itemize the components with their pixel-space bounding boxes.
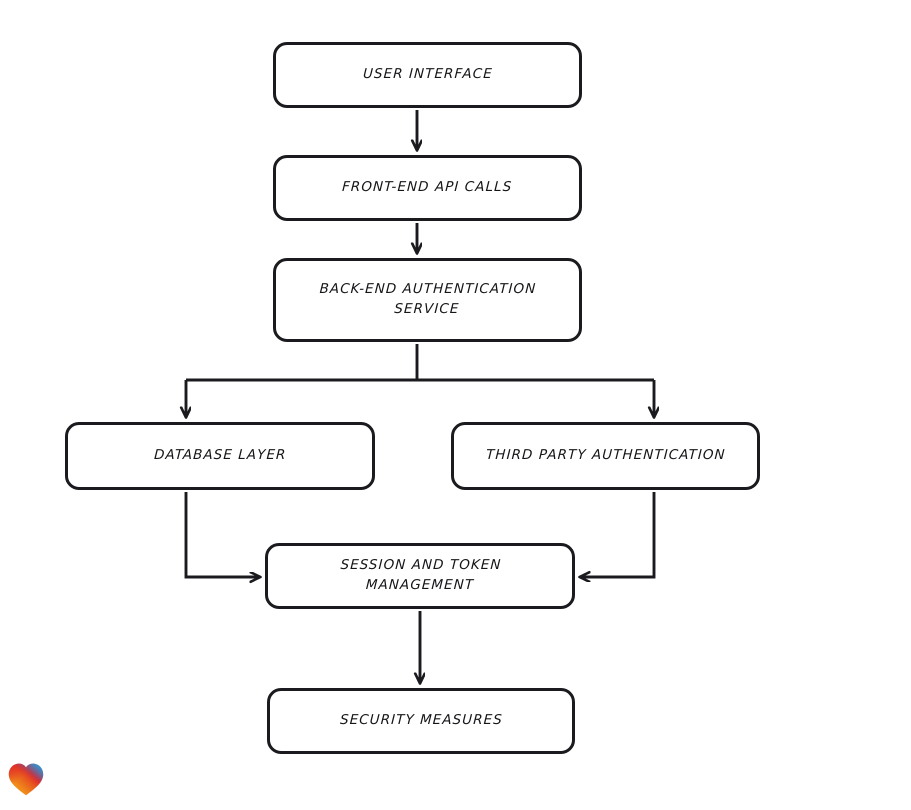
node-frontend-api-calls[interactable]: Front-End API Calls — [273, 155, 582, 221]
node-label: Third Party Authentication — [485, 447, 726, 464]
heart-icon — [8, 763, 44, 796]
node-backend-authentication-service[interactable]: Back-End Authentication Service — [273, 258, 582, 342]
node-label: User Interface — [362, 66, 493, 83]
node-label: Security Measures — [339, 712, 503, 729]
node-label: Back-End Authentication Service — [319, 281, 537, 317]
node-user-interface[interactable]: User Interface — [273, 42, 582, 108]
node-label: Database Layer — [153, 447, 287, 464]
node-session-and-token-management[interactable]: Session and Token Management — [265, 543, 575, 609]
node-security-measures[interactable]: Security Measures — [267, 688, 575, 754]
node-database-layer[interactable]: Database Layer — [65, 422, 375, 490]
node-label: Session and Token Management — [339, 557, 502, 593]
edge-database-to-session — [184, 492, 260, 577]
node-label: Front-End API Calls — [341, 179, 514, 196]
node-third-party-authentication[interactable]: Third Party Authentication — [451, 422, 760, 490]
edge-third-party-to-session — [580, 492, 656, 577]
